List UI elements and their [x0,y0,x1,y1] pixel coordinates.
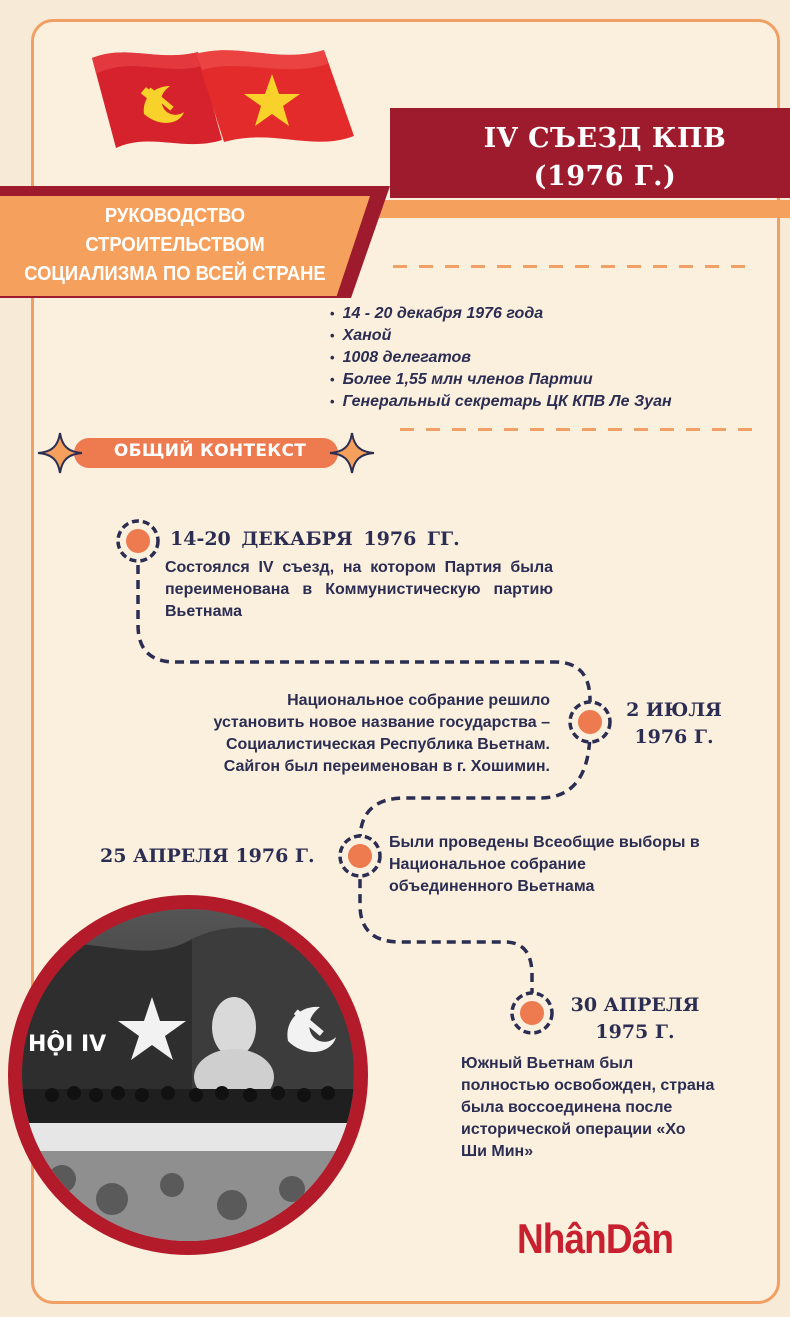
yellow-star-icon [244,74,300,126]
event-2-text: Национальное собрание решило установить … [160,690,550,778]
event-4-date-line-2: 1975 Г. [595,1021,675,1043]
event-4-text-line-1: Южный Вьетнам был [461,1055,634,1072]
event-4-text-line-4: исторической операции «Хо [461,1121,686,1138]
photo-hammer-sickle-icon [287,1006,336,1053]
context-label-badge [37,432,375,474]
event-4-date: 30 АПРЕЛЯ 1975 Г. [560,992,710,1046]
event-2-text-line-3: Социалистическая Республика Вьетнам. [225,736,550,753]
event-3-text: Были проведены Всеобщие выборы в Национа… [389,832,729,898]
subtitle-line-2: СТРОИТЕЛЬСТВОМ [85,234,265,256]
fact-city: Ханой [330,325,672,347]
sparkle-right-icon [329,432,375,474]
event-2-text-line-1: Национальное собрание решило [287,692,550,709]
event-3-text-line-3: объединенного Вьетнама [389,878,595,895]
event-4-text-line-3: была воссоединена после [461,1099,673,1116]
event-3-text-line-2: Национальное собрание [389,856,586,873]
timeline-dot-3 [338,834,382,878]
timeline-dot-1 [116,519,160,563]
event-3-text-line-1: Были проведены Всеобщие выборы в [389,834,700,851]
subtitle-line-3: СОЦИАЛИЗМА ПО ВСЕЙ СТРАНЕ [24,263,326,285]
subtitle-banner [0,196,370,296]
hammer-sickle-icon [140,86,184,123]
event-2-date-line-1: 2 ИЮЛЯ [626,699,722,721]
congress-photo: HỘI IV [8,895,368,1255]
title-line-1: IV СЪЕЗД КПВ [483,123,727,154]
timeline-dot-4 [510,991,554,1035]
event-4-text-line-2: полностью освобожден, страна [461,1077,715,1094]
nhandan-logo: NhânDân [517,1215,674,1262]
subtitle: РУКОВОДСТВО СТРОИТЕЛЬСТВОМ СОЦИАЛИЗМА ПО… [14,202,336,289]
fact-members: Более 1,55 млн членов Партии [330,369,672,391]
event-4-text-line-5: Ши Мин» [461,1143,534,1160]
photo-star-icon [118,997,186,1060]
sparkle-left-icon [37,432,83,474]
page-title: IV СЪЕЗД КПВ (1976 Г.) [420,120,790,196]
title-banner [390,108,790,198]
context-label: ОБЩИЙ КОНТЕКСТ [113,441,307,461]
fact-delegates: 1008 делегатов [330,347,672,369]
timeline-dot-2 [568,700,612,744]
event-1-text: Состоялся IV съезд, на котором Партия бы… [165,559,553,620]
event-2-text-line-4: Сайгон был переименован в г. Хошимин. [223,758,550,775]
divider-bottom [400,428,755,431]
timeline-path [116,519,612,1035]
fact-dates: 14 - 20 декабря 1976 года [330,303,672,325]
title-line-2: (1976 Г.) [533,161,677,192]
photo-banner-text: HỘI IV [28,1030,106,1057]
divider-top [393,265,753,268]
title-banner-underline [375,200,790,218]
event-3-date: 25 АПРЕЛЯ 1976 Г. [100,845,315,867]
party-and-national-flags [92,50,354,148]
congress-photo-image: HỘI IV [22,909,354,1241]
event-1-date: 14-20 ДЕКАБРЯ 1976 ГГ. [170,528,460,550]
event-2-date: 2 ИЮЛЯ 1976 Г. [618,697,730,751]
facts-list: 14 - 20 декабря 1976 года Ханой 1008 дел… [330,303,672,413]
event-2-date-line-2: 1976 Г. [634,726,714,748]
event-4-date-line-1: 30 АПРЕЛЯ [570,994,700,1016]
subtitle-line-1: РУКОВОДСТВО [104,205,246,227]
congress-photo-drawing: HỘI IV [22,927,354,1241]
fact-secretary: Генеральный секретарь ЦК КПВ Ле Зуан [330,391,672,413]
event-2-text-line-2: установить новое название государства – [213,714,550,731]
event-4-text: Южный Вьетнам был полностью освобожден, … [461,1053,751,1163]
